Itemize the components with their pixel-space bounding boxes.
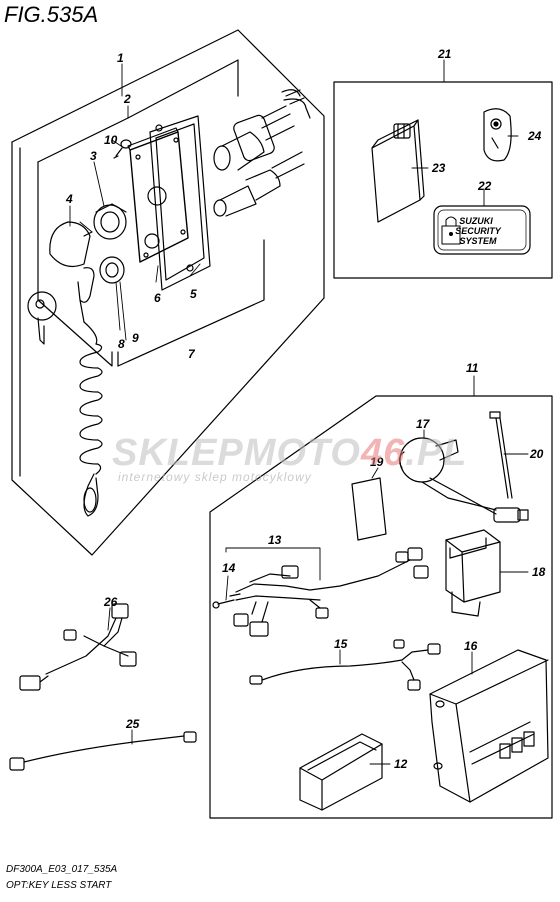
watermark-brand-b: 46: [361, 432, 406, 474]
callout-12: 12: [394, 757, 408, 771]
cable-part-25: [9, 731, 197, 771]
badge-part-22: [433, 205, 531, 255]
badge-line-2: SECURITY: [455, 226, 502, 236]
callout-24: 24: [527, 129, 542, 143]
callout-4: 4: [65, 192, 73, 206]
badge-line-3: SYSTEM: [459, 236, 497, 246]
nut-part-9: [99, 256, 125, 284]
tie-part-20: [489, 411, 513, 499]
plate-part-6: [127, 127, 189, 263]
harness-part-13: [229, 547, 429, 637]
callout-numbers: 1 2 3 4 5 6 7 8 9 10 11 12 13 14 15 16 1…: [65, 47, 546, 771]
callout-19: 19: [370, 455, 384, 469]
callout-10: 10: [104, 133, 118, 147]
badge-text: SUZUKI SECURITY SYSTEM: [455, 216, 502, 246]
callout-14: 14: [222, 561, 236, 575]
watermark-brand-a: SKLEPMOTO: [112, 432, 361, 474]
box-part-1: [11, 29, 325, 556]
callout-5: 5: [190, 287, 197, 301]
bracket-part-12: [299, 733, 383, 811]
bracket-part-2: [37, 59, 239, 367]
figure-title: FIG.535A: [4, 2, 99, 27]
callout-15: 15: [334, 637, 348, 651]
screw-part-10: [113, 139, 132, 159]
callout-11: 11: [466, 361, 479, 375]
module-part-23: [371, 119, 425, 223]
nut-part-3: [93, 203, 127, 240]
callout-2: 2: [123, 92, 131, 106]
callout-25: 25: [125, 717, 140, 731]
relay-part-18: [445, 529, 501, 617]
callout-21: 21: [437, 47, 452, 61]
callout-13: 13: [268, 533, 282, 547]
callout-3: 3: [90, 149, 97, 163]
cylinder-connector: [213, 151, 305, 217]
watermark-brand-c: .PL: [405, 432, 468, 474]
callout-18: 18: [532, 565, 546, 579]
footer-code: DF300A_E03_017_535A: [6, 864, 118, 875]
callout-1: 1: [117, 51, 124, 65]
watermark-tagline: internetowy sklep motocyklowy: [118, 470, 312, 484]
callout-7: 7: [188, 347, 196, 361]
bracket-part-7: [117, 239, 265, 367]
ecu-part-16: [429, 649, 549, 803]
callout-16: 16: [464, 639, 478, 653]
harness-part-26: [19, 603, 137, 691]
leader-lines: [69, 59, 529, 765]
fob-part-24: [483, 108, 512, 162]
knob-part-4: [49, 221, 93, 267]
screw-part-14: [212, 599, 235, 609]
callout-26: 26: [103, 595, 118, 609]
gasket-part-5: [149, 115, 211, 291]
watermark-brand: SKLEPMOTO46.PL: [112, 432, 467, 475]
key: [27, 291, 57, 345]
box-part-11: [209, 395, 553, 819]
callout-20: 20: [529, 447, 544, 461]
sheet-part-19: [351, 477, 387, 541]
switch-assembly: [213, 89, 311, 171]
callout-8: 8: [118, 337, 125, 351]
callout-17: 17: [416, 417, 431, 431]
callout-6: 6: [154, 291, 161, 305]
callout-22: 22: [477, 179, 492, 193]
badge-line-1: SUZUKI: [459, 216, 493, 226]
sensor-part-17: [398, 437, 529, 523]
footer-caption: OPT:KEY LESS START: [6, 880, 112, 891]
callout-9: 9: [132, 331, 139, 345]
lanyard-part-8: [77, 267, 103, 517]
callout-23: 23: [431, 161, 446, 175]
harness-part-15: [249, 639, 441, 691]
box-part-21: [333, 81, 553, 279]
